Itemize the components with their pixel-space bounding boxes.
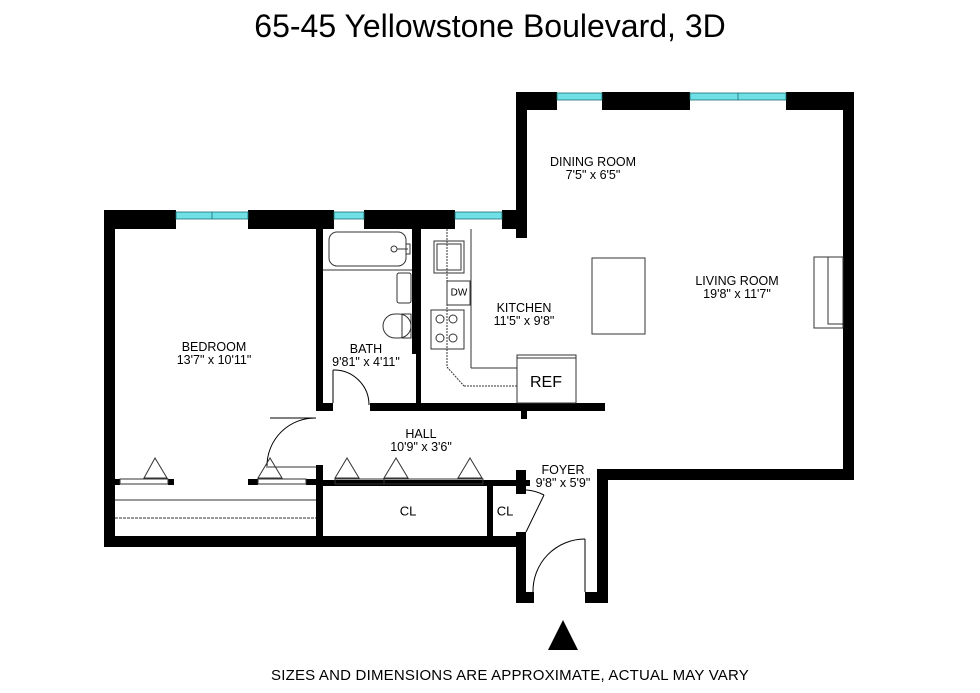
floor-plan-title: 65-45 Yellowstone Boulevard, 3D bbox=[254, 8, 726, 44]
entrance-arrow-icon bbox=[548, 620, 578, 650]
dishwasher-label: DW bbox=[450, 287, 468, 299]
room-dims: 11'5" x 9'8" bbox=[493, 314, 555, 328]
room-dims: 10'9" x 3'6" bbox=[390, 440, 452, 454]
doors bbox=[266, 369, 586, 593]
room-label-foyer: FOYER 9'8" x 5'9" bbox=[536, 464, 591, 490]
room-dims: 9'81" x 4'11" bbox=[332, 355, 400, 369]
room-name: KITCHEN bbox=[496, 301, 552, 315]
kitchen-fixtures bbox=[430, 229, 577, 404]
windows bbox=[175, 92, 787, 229]
room-label-living: LIVING ROOM 19'8" x 11'7" bbox=[695, 275, 778, 301]
refrigerator-label: REF bbox=[530, 374, 562, 391]
foyer-closet-label: CL bbox=[496, 503, 514, 519]
bath-fixtures bbox=[323, 231, 412, 339]
room-name: LIVING ROOM bbox=[695, 274, 779, 288]
room-name: HALL bbox=[405, 427, 437, 441]
room-dims: 13'7" x 10'11" bbox=[176, 353, 252, 367]
room-label-dining: DINING ROOM 7'5" x 6'5" bbox=[550, 156, 636, 182]
closets bbox=[115, 456, 484, 519]
room-name: BATH bbox=[349, 342, 383, 356]
room-name: FOYER bbox=[541, 463, 585, 477]
room-label-bath: BATH 9'81" x 4'11" bbox=[332, 343, 400, 369]
disclaimer-note: SIZES AND DIMENSIONS ARE APPROXIMATE, AC… bbox=[271, 667, 749, 684]
room-name: DINING ROOM bbox=[549, 155, 637, 169]
room-label-kitchen: KITCHEN 11'5" x 9'8" bbox=[494, 302, 555, 328]
hall-closet-label: CL bbox=[399, 503, 417, 519]
room-dims: 7'5" x 6'5" bbox=[565, 168, 621, 182]
room-dims: 19'8" x 11'7" bbox=[703, 287, 771, 301]
room-label-bedroom: BEDROOM 13'7" x 10'11" bbox=[177, 341, 252, 367]
room-label-hall: HALL 10'9" x 3'6" bbox=[390, 428, 452, 454]
room-dims: 9'8" x 5'9" bbox=[535, 476, 591, 490]
living-fixtures bbox=[591, 256, 844, 335]
room-name: BEDROOM bbox=[181, 340, 247, 354]
